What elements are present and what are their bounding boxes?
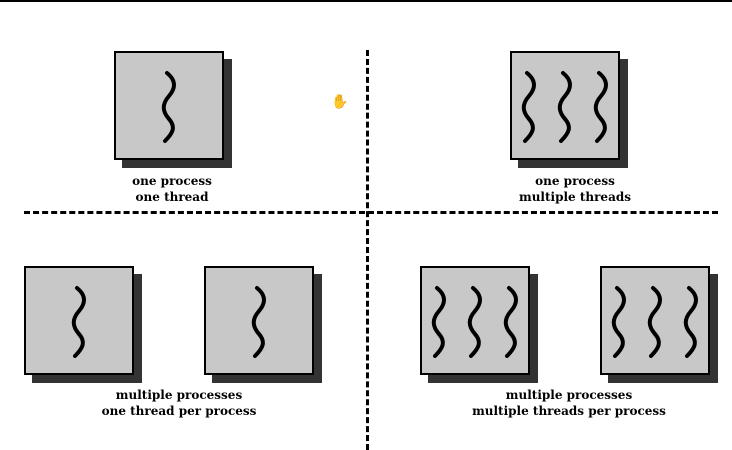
- process-box: [510, 51, 620, 160]
- label-line: one thread per process: [101, 404, 257, 418]
- thread-icon: [467, 286, 482, 358]
- label-line: multiple processes: [505, 388, 633, 402]
- thread-icon: [71, 286, 86, 358]
- process-box: [114, 51, 224, 160]
- quadrant-label: one process multiple threads: [455, 173, 695, 205]
- label-line: multiple processes: [115, 388, 243, 402]
- hand-cursor-icon: ✋: [331, 94, 349, 110]
- label-line: multiple threads: [519, 190, 631, 204]
- label-line: one process: [132, 174, 212, 188]
- process-box: [420, 266, 530, 375]
- label-line: one process: [535, 174, 615, 188]
- quadrant-label: multiple processes multiple threads per …: [449, 387, 689, 419]
- thread-icon: [557, 71, 572, 143]
- thread-icon: [503, 286, 518, 358]
- process-box: [24, 266, 134, 375]
- quadrant-label: multiple processes one thread per proces…: [59, 387, 299, 419]
- thread-icon: [593, 71, 608, 143]
- process-box: [600, 266, 710, 375]
- thread-icon: [683, 286, 698, 358]
- top-border: [0, 0, 732, 2]
- vertical-divider: [366, 50, 369, 450]
- thread-icon: [611, 286, 626, 358]
- horizontal-divider: [24, 211, 718, 214]
- thread-icon: [161, 71, 176, 143]
- label-line: multiple threads per process: [472, 404, 666, 418]
- quadrant-label: one process one thread: [52, 173, 292, 205]
- thread-icon: [647, 286, 662, 358]
- label-line: one thread: [135, 190, 209, 204]
- process-box: [204, 266, 314, 375]
- thread-icon: [431, 286, 446, 358]
- thread-icon: [251, 286, 266, 358]
- thread-icon: [521, 71, 536, 143]
